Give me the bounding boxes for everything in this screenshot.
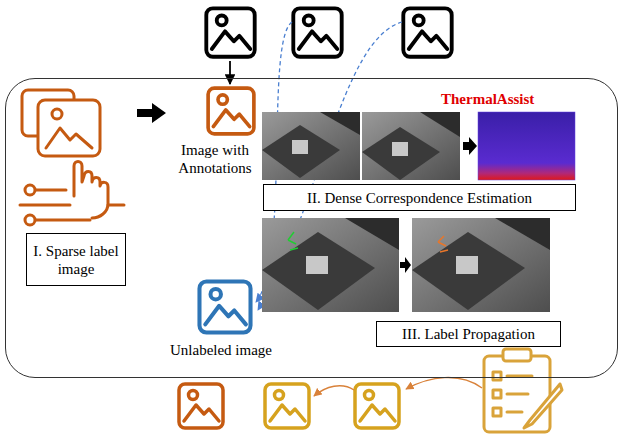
image-icon [355,384,399,428]
node-label: III. Label Propagation [402,325,535,343]
curved-arrow [406,378,482,389]
thermal-image [262,112,360,180]
system-title: ThermalAssist [441,91,534,108]
thermal-image [262,218,399,312]
node-label: II. Dense Correspondence Estimation [307,189,532,207]
thermal-image [412,218,550,312]
node-label: Image with Annotations [156,141,274,177]
image-icon [403,8,451,56]
image-icon [293,8,341,56]
system-frame: ThermalAssist I. Sparse label image Image … [5,78,618,378]
down-arrow [229,61,231,84]
image-caption: Image with Annotations [156,141,274,177]
step-box: II. Dense Correspondence Estimation [263,184,576,211]
flow-image [478,112,575,180]
hand-icon [20,90,124,225]
node-label: I. Sparse label image [31,242,121,278]
image-caption: Unlabeled image [161,341,281,359]
thermal-image [362,112,460,180]
step-box: III. Label Propagation [376,321,561,347]
image-icon [206,8,254,56]
curved-arrow [314,386,354,396]
image-icon [179,384,223,428]
unlabeled-image-icon [199,281,250,332]
step-box: I. Sparse label image [26,233,126,286]
block-arrow [137,103,166,123]
annotated-image-icon [208,88,254,134]
clipboard-icon [484,349,562,432]
block-arrow [463,137,477,155]
node-label: Unlabeled image [161,341,281,359]
block-arrow [400,257,411,273]
image-icon [265,384,309,428]
